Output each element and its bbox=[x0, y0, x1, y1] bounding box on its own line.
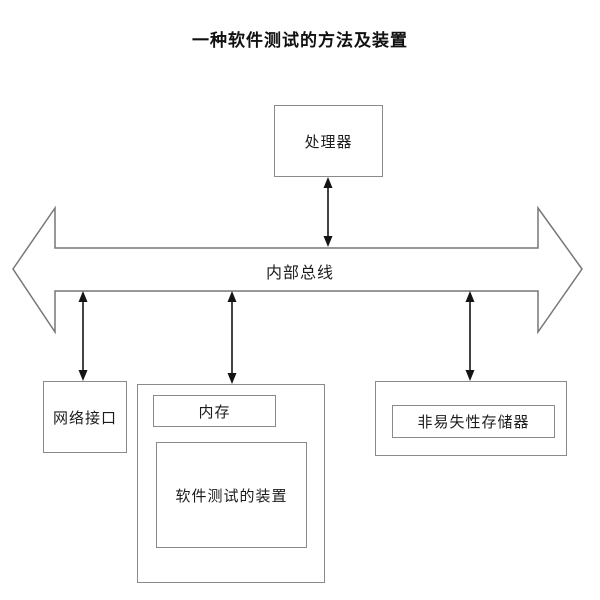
network-interface-box: 网络接口 bbox=[43, 381, 127, 453]
software-testing-device-label: 软件测试的装置 bbox=[175, 486, 288, 505]
arrow-bus-nonvolatile bbox=[465, 291, 475, 381]
software-testing-device-box: 软件测试的装置 bbox=[156, 442, 307, 548]
arrow-processor-bus bbox=[323, 177, 333, 247]
processor-label: 处理器 bbox=[304, 132, 353, 151]
nonvolatile-memory-label-box: 非易失性存储器 bbox=[392, 405, 555, 438]
internal-bus-label: 内部总线 bbox=[265, 263, 334, 282]
figure-title: 一种软件测试的方法及装置 bbox=[192, 31, 408, 50]
memory-label-box: 内存 bbox=[153, 395, 276, 427]
arrow-bus-memory bbox=[227, 291, 237, 384]
internal-bus-arrow bbox=[12, 205, 583, 335]
memory-label: 内存 bbox=[198, 402, 231, 421]
network-interface-label: 网络接口 bbox=[52, 408, 117, 427]
nonvolatile-memory-label: 非易失性存储器 bbox=[417, 413, 530, 431]
processor-box: 处理器 bbox=[274, 105, 383, 177]
arrow-bus-network-interface bbox=[78, 291, 88, 381]
